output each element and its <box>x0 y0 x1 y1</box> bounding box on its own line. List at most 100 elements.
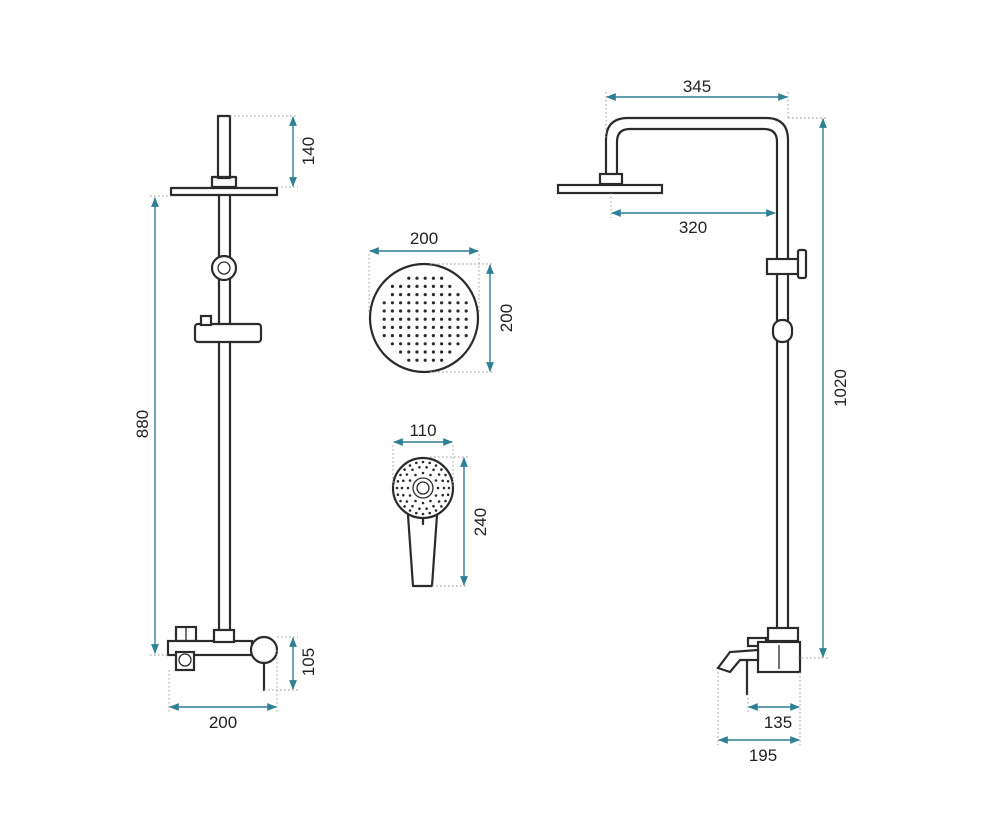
nozzle-dot <box>399 499 402 503</box>
nozzle-dot <box>423 301 427 305</box>
nozzle-dot <box>456 309 460 313</box>
nozzle-dot <box>440 342 444 346</box>
nozzle-dot <box>448 293 452 297</box>
nozzle-dot <box>382 301 386 305</box>
nozzle-dot <box>408 464 412 467</box>
arm-inner <box>615 127 779 630</box>
nozzle-dot <box>423 293 427 297</box>
dim-195: 195 <box>749 746 777 765</box>
nozzle-dot <box>429 499 432 503</box>
nozzle-dot <box>448 317 452 321</box>
nozzle-dot <box>434 479 438 482</box>
dim-140: 140 <box>299 137 318 165</box>
nozzle-dot <box>395 486 399 490</box>
side-slider <box>765 257 801 276</box>
nozzle-dot <box>441 493 445 497</box>
holder-ring <box>210 254 238 282</box>
nozzle-dot <box>423 317 427 321</box>
nozzle-dot <box>408 479 412 482</box>
side-view <box>556 116 808 696</box>
nozzle-dot <box>382 317 386 321</box>
nozzle-dot <box>448 284 452 288</box>
nozzle-dot <box>415 293 419 297</box>
nozzle-dot <box>415 511 418 515</box>
nozzle-dot <box>428 511 432 515</box>
nozzle-dot <box>390 293 394 297</box>
nozzle-dot <box>399 301 403 305</box>
side-nut <box>766 626 800 643</box>
nozzle-dot <box>407 284 411 288</box>
nozzle-dot <box>437 473 441 476</box>
nozzle-dot <box>448 334 452 338</box>
nozzle-dot <box>390 309 394 313</box>
nozzle-dot <box>425 466 428 469</box>
nozzle-dot <box>423 309 427 313</box>
nozzle-dot <box>431 342 435 346</box>
top-pipe <box>216 114 232 180</box>
dim-head-height: 200 <box>497 304 516 332</box>
rain-head-top-view: 200 200 <box>368 229 516 374</box>
side-view-dimensions: 345 320 1020 135 195 <box>605 77 850 765</box>
dim-345: 345 <box>683 77 711 96</box>
nozzle-dot <box>448 325 452 329</box>
nozzle-dot <box>431 293 435 297</box>
nozzle-dot <box>431 301 435 305</box>
nozzle-dot <box>448 342 452 346</box>
nozzle-dot <box>407 309 411 313</box>
nozzle-dot <box>390 317 394 321</box>
dim-105: 105 <box>299 648 318 676</box>
nozzle-dot <box>407 350 411 354</box>
nozzle-dot <box>407 334 411 338</box>
nozzle-dot <box>407 325 411 329</box>
nozzle-dot <box>414 473 417 477</box>
slider-knob <box>199 314 213 327</box>
nozzle-dot <box>446 493 450 497</box>
nozzle-dot <box>396 493 400 497</box>
rain-head-nozzles <box>382 276 468 362</box>
side-slider-knob <box>796 248 808 280</box>
nozzle-dot <box>418 466 421 469</box>
nozzle-dot <box>431 350 435 354</box>
nozzle-dot <box>403 468 406 471</box>
rain-head-circle <box>368 262 480 374</box>
mixer-handle <box>249 635 279 665</box>
nozzle-dot <box>415 301 419 305</box>
nozzle-dot <box>390 325 394 329</box>
nozzle-dot <box>415 358 419 362</box>
nozzle-dot <box>440 468 443 471</box>
nozzle-dot <box>464 334 468 338</box>
nozzle-dot <box>434 464 438 467</box>
nozzle-dot <box>390 334 394 338</box>
dim-320: 320 <box>679 218 707 237</box>
nozzle-dot <box>415 325 419 329</box>
nozzle-dot <box>399 350 403 354</box>
nozzle-dot <box>440 505 443 508</box>
nozzle-dot <box>415 461 418 465</box>
side-spout <box>716 648 760 674</box>
nozzle-dot <box>418 507 421 511</box>
nozzle-dot <box>407 301 411 305</box>
nozzle-dot <box>396 480 400 483</box>
nozzle-dot <box>407 358 411 362</box>
hand-shower-handle <box>406 513 439 588</box>
nozzle-dot <box>423 350 427 354</box>
nozzle-dot <box>447 486 451 490</box>
nozzle-dot <box>440 301 444 305</box>
nozzle-dot <box>402 479 405 483</box>
nozzle-dot <box>440 284 444 288</box>
nozzle-dot <box>440 325 444 329</box>
nozzle-dot <box>440 309 444 313</box>
nozzle-dot <box>448 301 452 305</box>
dim-1020: 1020 <box>831 369 850 407</box>
nozzle-dot <box>407 342 411 346</box>
nozzle-dot <box>431 358 435 362</box>
nozzle-dot <box>432 468 435 472</box>
nozzle-dot <box>415 276 419 280</box>
nozzle-dot <box>456 293 460 297</box>
nozzle-dot <box>399 473 402 477</box>
nozzle-dot <box>407 317 411 321</box>
nozzle-dot <box>402 493 405 497</box>
nozzle-dot <box>440 350 444 354</box>
dim-200-bottom: 200 <box>209 713 237 732</box>
nozzle-dot <box>428 461 432 465</box>
